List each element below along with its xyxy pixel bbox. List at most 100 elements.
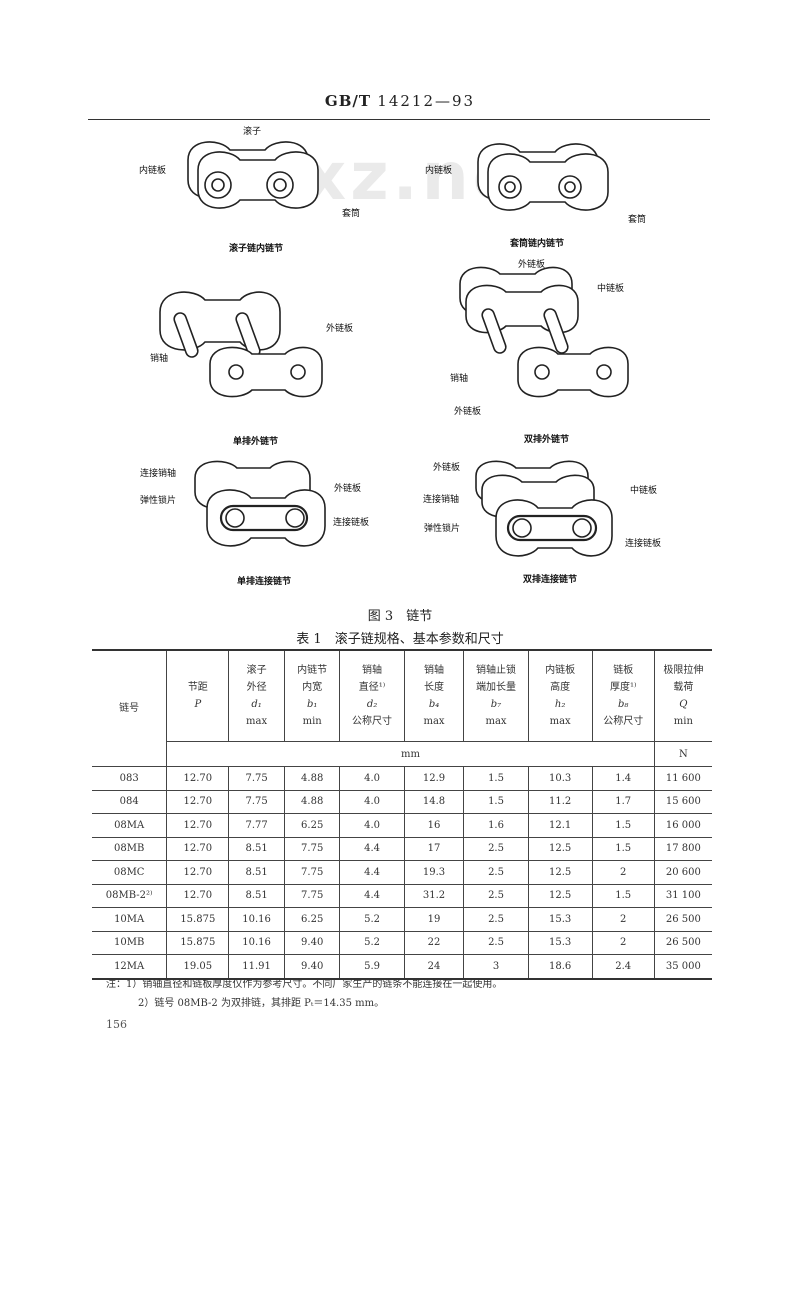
table-cell: 26 500 (653, 907, 712, 932)
table-cell: 15.875 (166, 907, 230, 932)
table-notes: 注：1）销轴直径和链板厚度仅作为参考尺寸。不同厂家生产的链条不能连接在一起使用。… (106, 975, 502, 1013)
table-cell: 4.0 (339, 766, 405, 791)
roller-inner-link-drawing (187, 141, 319, 209)
table-cell: 22 (403, 930, 465, 955)
table-cell: 08MA (92, 813, 168, 838)
table-cell: 19 (403, 907, 465, 932)
table-cell: 12.70 (166, 789, 230, 814)
page-header: GB/T 14212—93 (0, 92, 800, 110)
table-cell: 1.5 (591, 813, 655, 838)
table-cell: 5.2 (339, 930, 405, 955)
table-cell: 4.4 (339, 836, 405, 861)
table-cell: 2 (591, 860, 655, 885)
label-connecting-pin-2: 连接销轴 (423, 495, 460, 505)
table-cell: 7.75 (228, 789, 285, 814)
table-cell: 4.88 (283, 766, 341, 791)
caption-double-connecting-link: 双排连接链节 (523, 575, 578, 585)
table-cell: 1.5 (591, 883, 655, 908)
figure-double-connecting-link (468, 456, 638, 566)
figure-bushing-inner-link (450, 130, 650, 230)
label-roller: 滚子 (243, 127, 262, 137)
label-inner-plate: 内链板 (139, 166, 167, 176)
table-cell: 12.1 (527, 813, 593, 838)
table-cell: 7.75 (283, 836, 341, 861)
table-cell: 4.4 (339, 860, 405, 885)
note-2: 2）链号 08MB-2 为双排链，其排距 Pₜ＝14.35 mm。 (138, 998, 385, 1009)
table-cell: 2.5 (463, 930, 529, 955)
unit-mm: mm (166, 741, 655, 767)
table-cell: 6.25 (283, 907, 341, 932)
table-cell: 7.75 (283, 883, 341, 908)
table-cell: 9.40 (283, 930, 341, 955)
table-unit-row: mm N (92, 741, 712, 767)
figure-double-outer-link (440, 262, 650, 422)
table-cell: 12.70 (166, 766, 230, 791)
double-outer-link-drawing (459, 266, 629, 398)
table-cell: 31.2 (403, 883, 465, 908)
table-cell: 12.70 (166, 883, 230, 908)
table-cell: 5.9 (339, 954, 405, 980)
table-cell: 4.88 (283, 789, 341, 814)
table-cell: 1.5 (463, 789, 529, 814)
label-spring-clip: 弹性锁片 (140, 496, 177, 506)
label-spring-clip-2: 弹性锁片 (424, 524, 461, 534)
table-cell: 2 (591, 907, 655, 932)
table-cell: 7.75 (228, 766, 285, 791)
table-cell: 10.3 (527, 766, 593, 791)
table-cell: 083 (92, 766, 168, 791)
caption-single-connecting-link: 单排连接链节 (237, 577, 292, 587)
table-cell: 12.9 (403, 766, 465, 791)
table-cell: 12.70 (166, 813, 230, 838)
table-cell: 16 (403, 813, 465, 838)
table-cell: 15.3 (527, 930, 593, 955)
table-cell: 18.6 (527, 954, 593, 980)
label-middle-plate: 中链板 (597, 284, 625, 294)
label-connecting-pin: 连接销轴 (140, 469, 177, 479)
table-cell: 2.5 (463, 836, 529, 861)
table-cell: 6.25 (283, 813, 341, 838)
caption-single-outer-link: 单排外链节 (233, 437, 279, 447)
label-middle-plate-2: 中链板 (630, 486, 658, 496)
label-outer-plate-4: 外链板 (334, 484, 362, 494)
header-chain-no: 链号 (92, 649, 168, 767)
label-pin: 销轴 (150, 354, 169, 364)
table-cell: 11 600 (653, 766, 712, 791)
label-outer-plate-5: 外链板 (433, 463, 461, 473)
table-cell: 15.875 (166, 930, 230, 955)
table-cell: 12.5 (527, 860, 593, 885)
table-cell: 1.5 (463, 766, 529, 791)
label-connecting-plate: 连接链板 (333, 518, 370, 528)
header-rule (88, 119, 710, 120)
caption-roller-inner-link: 滚子链内链节 (229, 244, 284, 254)
table-cell: 2.5 (463, 860, 529, 885)
table-cell: 2.5 (463, 883, 529, 908)
table-cell: 7.77 (228, 813, 285, 838)
table-cell: 19.3 (403, 860, 465, 885)
table-cell: 12.70 (166, 836, 230, 861)
table-cell: 084 (92, 789, 168, 814)
double-connecting-link-drawing (475, 460, 613, 557)
table-cell: 19.05 (166, 954, 230, 980)
table-cell: 20 600 (653, 860, 712, 885)
table-cell: 08MB (92, 836, 168, 861)
table-cell: 10MB (92, 930, 168, 955)
table-cell: 12.5 (527, 836, 593, 861)
table-cell: 12.5 (527, 883, 593, 908)
note-1: 注：1）销轴直径和链板厚度仅作为参考尺寸。不同厂家生产的链条不能连接在一起使用。 (106, 979, 503, 990)
figure-single-connecting-link (185, 456, 355, 566)
table-cell: 26 500 (653, 930, 712, 955)
